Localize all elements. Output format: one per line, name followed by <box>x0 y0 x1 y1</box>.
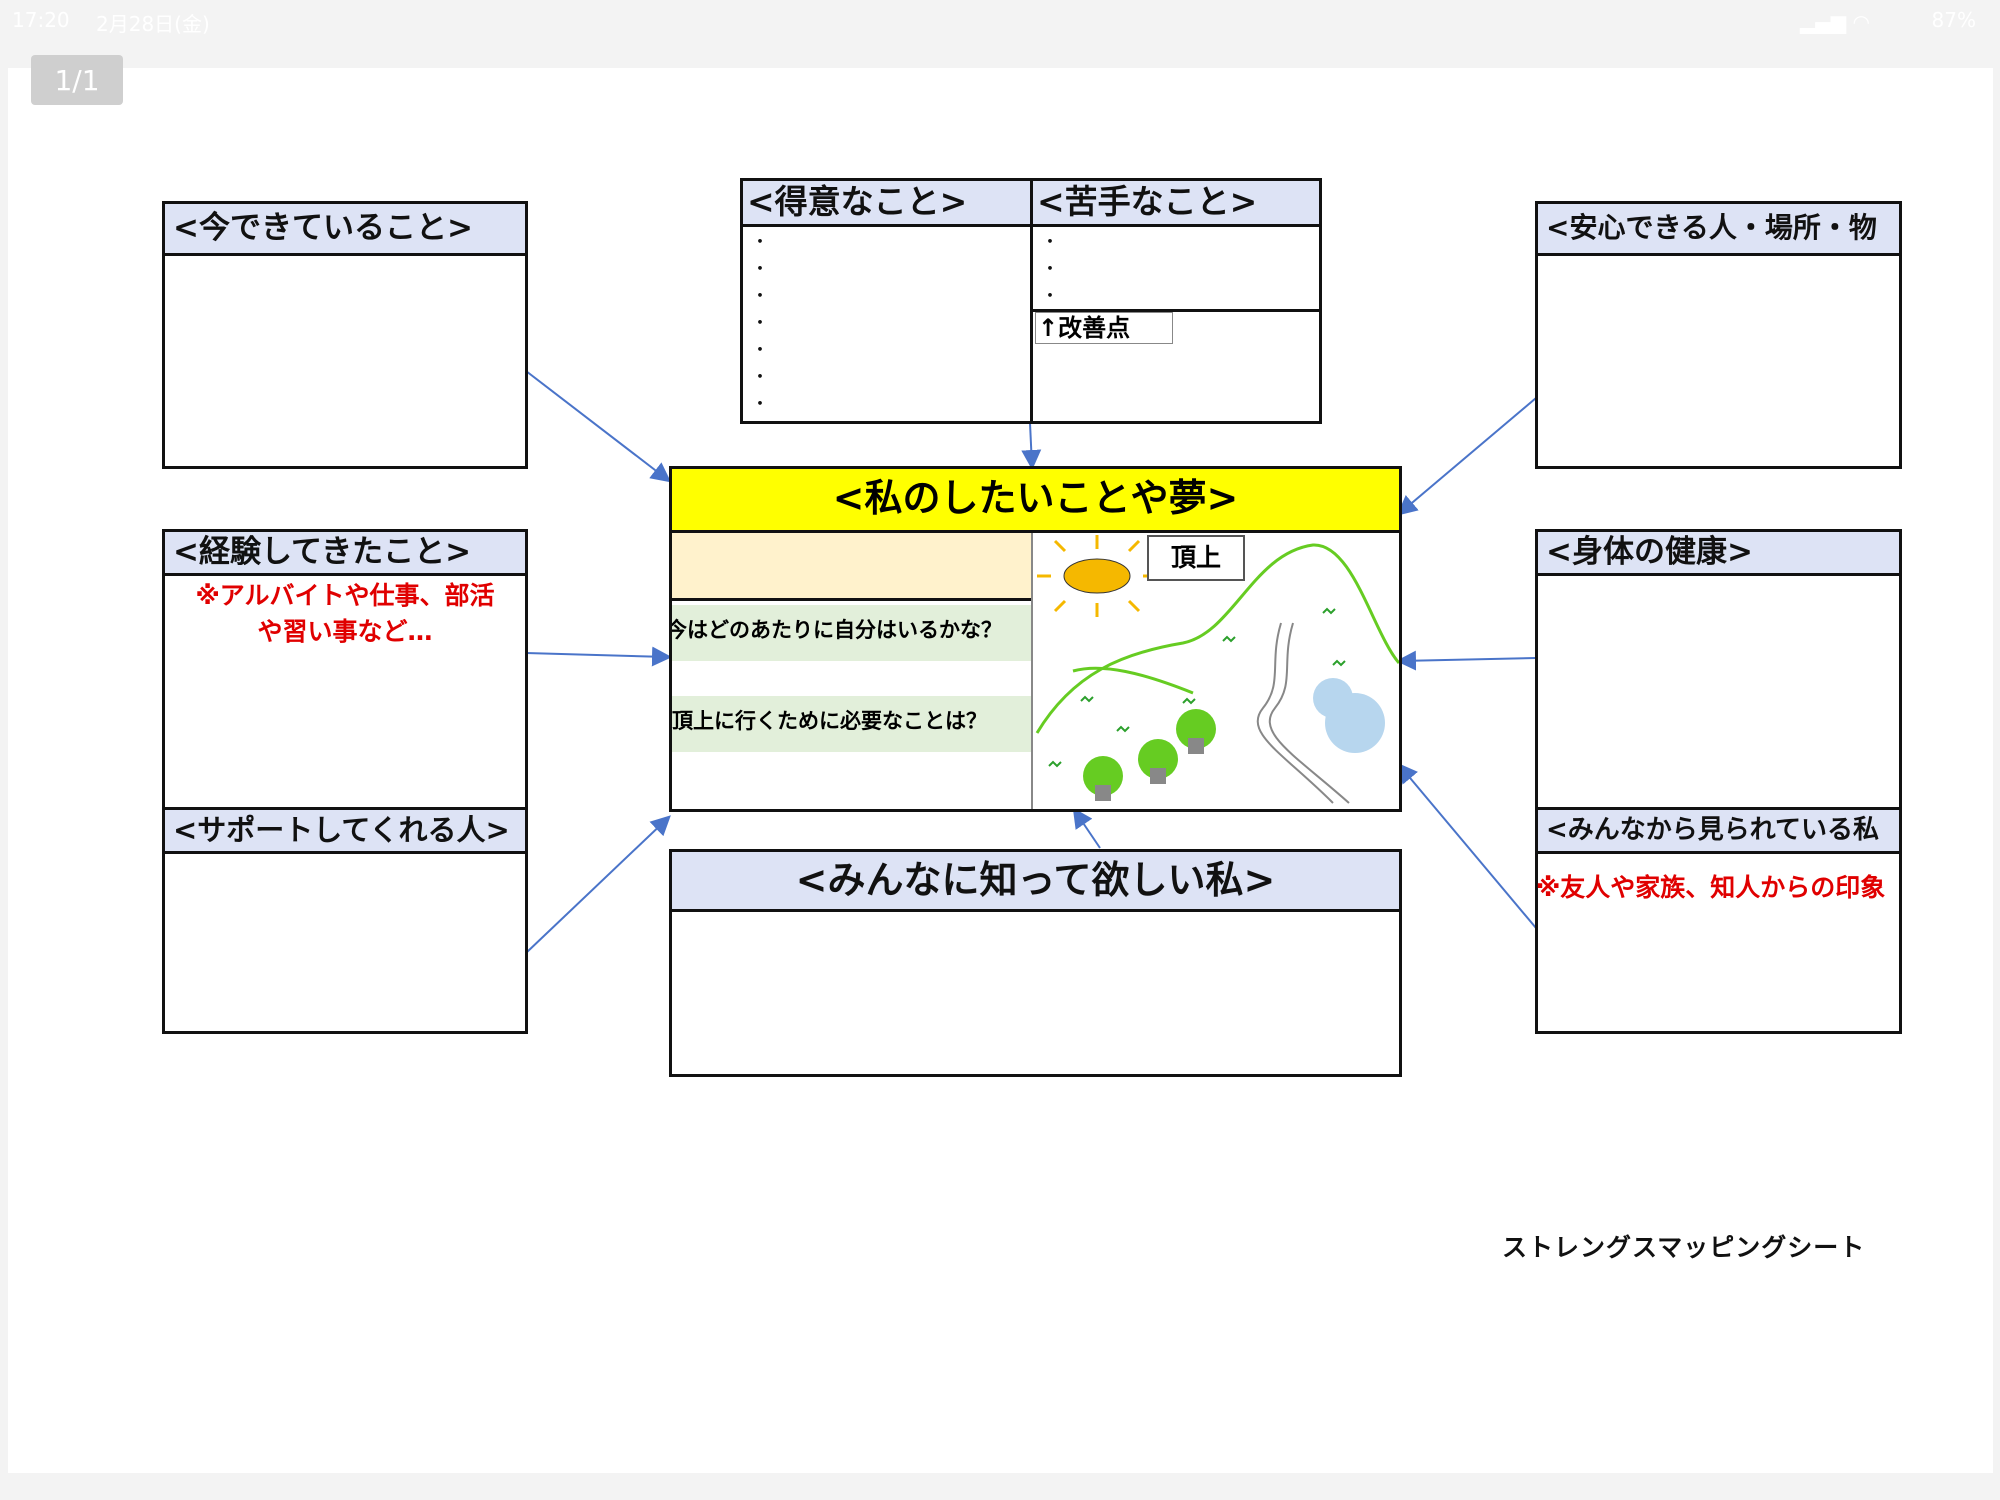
grass-icon <box>1048 607 1346 768</box>
wifi-icon: ▂▄▆ ◠ <box>1800 10 1870 34</box>
status-date: 2月28日(金) <box>96 12 210 36</box>
dream-box[interactable]: <私のしたいことや夢> 今はどのあたりに自分はいるかな？ 頂上に行くために必要な… <box>669 466 1402 812</box>
mountain-illustration: 頂上 <box>1033 533 1399 809</box>
health-box[interactable]: <身体の健康> <box>1535 529 1902 812</box>
battery-status: 87% <box>1931 8 1976 32</box>
strengths-title: <得意なこと> <box>743 181 1030 227</box>
health-title: <身体の健康> <box>1538 532 1899 576</box>
experience-title: <経験してきたこと> <box>165 532 525 576</box>
weaknesses-bullets: ・ ・ ・ <box>1041 232 1059 307</box>
question-current-position: 今はどのあたりに自分はいるかな？ <box>672 605 1031 661</box>
arrow-know-me <box>1072 807 1101 849</box>
arrow-experience <box>525 646 672 667</box>
weaknesses-divider <box>1033 309 1319 312</box>
can-do-now-title: <今できていること> <box>165 204 525 256</box>
document-page: <今できていること> <経験してきたこと> ※アルバイトや仕事、部活 や習い事な… <box>8 68 1993 1473</box>
weaknesses-box[interactable]: <苦手なこと> ・ ・ ・ ↑改善点 <box>1030 178 1322 424</box>
arrow-weaknesses <box>1021 422 1042 470</box>
safe-places-box[interactable]: <安心できる人・場所・物 <box>1535 201 1902 469</box>
summit-label: 頂上 <box>1147 535 1245 581</box>
can-do-now-box[interactable]: <今できていること> <box>162 201 528 469</box>
path-trail <box>1256 622 1350 804</box>
seen-by-others-note: ※友人や家族、知人からの印象 <box>1536 873 1886 902</box>
page-indicator: 1/1 <box>31 55 123 105</box>
strengths-bullets: ・ ・ ・ ・ ・ ・ ・ <box>751 232 769 415</box>
arrow-can-do <box>525 370 672 483</box>
question-what-needed: 頂上に行くために必要なことは？ <box>672 696 1031 752</box>
status-time: 17:20 <box>12 8 70 32</box>
experience-box[interactable]: <経験してきたこと> ※アルバイトや仕事、部活 や習い事など… <box>162 529 528 812</box>
sheet-caption: ストレングスマッピングシート <box>1502 1233 1866 1262</box>
supporters-title: <サポートしてくれる人> <box>165 810 525 854</box>
know-me-box[interactable]: <みんなに知って欲しい私> <box>669 849 1402 1077</box>
dream-title: <私のしたいことや夢> <box>672 469 1399 533</box>
safe-places-title: <安心できる人・場所・物 <box>1538 204 1899 256</box>
sun-icon <box>1037 535 1157 617</box>
pond-icon <box>1313 678 1385 753</box>
improvement-label: ↑改善点 <box>1035 312 1173 344</box>
seen-by-others-title: <みんなから見られている私 <box>1538 810 1899 854</box>
status-bar: 17:20 2月28日(金) ▂▄▆ ◠ 87% <box>0 0 2000 40</box>
experience-note: ※アルバイトや仕事、部活 や習い事など… <box>195 581 495 646</box>
dream-left-panel: 今はどのあたりに自分はいるかな？ 頂上に行くために必要なことは？ <box>672 533 1033 809</box>
seen-by-others-box[interactable]: <みんなから見られている私 ※友人や家族、知人からの印象 <box>1535 807 1902 1034</box>
arrow-seen-by-others <box>1397 762 1537 929</box>
arrow-supporters <box>525 815 671 954</box>
know-me-title: <みんなに知って欲しい私> <box>672 852 1399 912</box>
connector-arrows <box>525 370 1537 954</box>
peach-strip <box>672 533 1031 601</box>
arrow-health <box>1396 650 1537 671</box>
tree-icon <box>1083 709 1216 801</box>
weaknesses-title: <苦手なこと> <box>1033 181 1319 227</box>
arrow-safe-places <box>1396 397 1537 516</box>
strengths-box[interactable]: <得意なこと> ・ ・ ・ ・ ・ ・ ・ <box>740 178 1033 424</box>
supporters-box[interactable]: <サポートしてくれる人> <box>162 807 528 1034</box>
